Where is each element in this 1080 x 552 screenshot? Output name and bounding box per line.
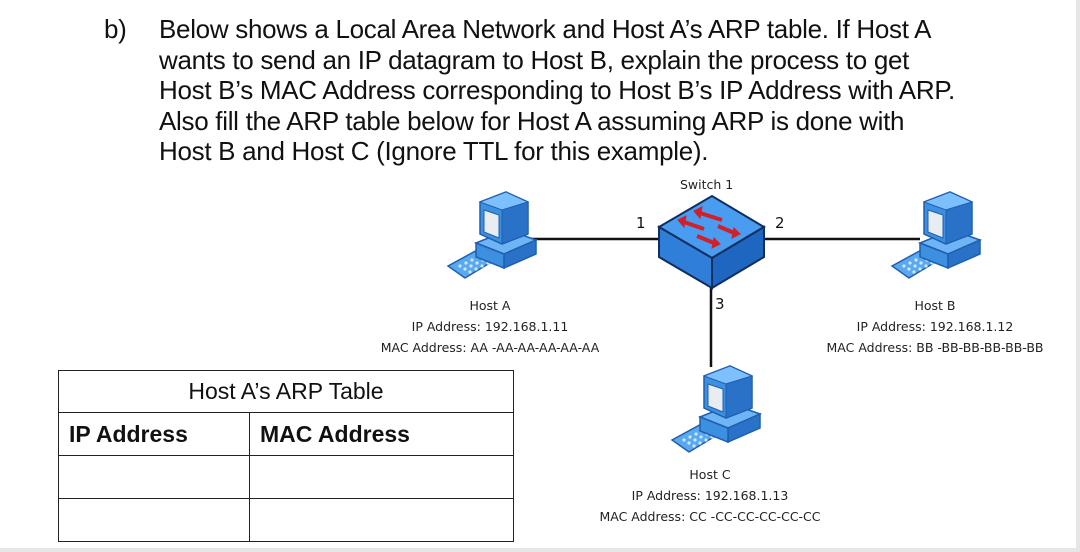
host-a-computer-icon — [447, 191, 537, 279]
host-mac: MAC Address: AA -AA-AA-AA-AA-AA — [380, 340, 600, 355]
host-mac: MAC Address: CC -CC-CC-CC-CC-CC — [599, 509, 821, 524]
question-label: b) — [104, 14, 127, 44]
host-b-computer-icon — [891, 191, 981, 279]
host-a-label: Host A IP Address: 192.168.1.11 MAC Addr… — [340, 295, 640, 358]
arp-table-title: Host A’s ARP Table — [58, 370, 514, 413]
switch-label: Switch 1 — [680, 177, 734, 192]
host-mac: MAC Address: BB -BB-BB-BB-BB-BB — [826, 340, 1044, 355]
table-row — [58, 455, 514, 499]
table-row — [58, 498, 514, 542]
host-ip: IP Address: 192.168.1.13 — [631, 488, 789, 503]
host-name: Host A — [469, 298, 511, 313]
question-line: Below shows a Local Area Network and Hos… — [159, 14, 932, 44]
column-header-ip: IP Address — [58, 412, 250, 456]
host-c-label: Host C IP Address: 192.168.1.13 MAC Addr… — [575, 464, 845, 527]
mac-cell[interactable] — [249, 498, 514, 542]
port-label: 1 — [636, 214, 646, 232]
ip-cell[interactable] — [58, 498, 250, 542]
mac-cell[interactable] — [249, 455, 514, 499]
arp-table: Host A’s ARP Table IP Address MAC Addres… — [58, 370, 514, 542]
question-text: Below shows a Local Area Network and Hos… — [159, 14, 1039, 167]
host-ip: IP Address: 192.168.1.12 — [856, 319, 1014, 334]
host-b-label: Host B IP Address: 192.168.1.12 MAC Addr… — [800, 295, 1070, 358]
host-c-computer-icon — [671, 365, 761, 453]
host-name: Host C — [689, 467, 731, 482]
ip-cell[interactable] — [58, 455, 250, 499]
question-line: Host B’s MAC Address corresponding to Ho… — [159, 75, 955, 105]
network-switch-icon — [657, 194, 766, 290]
question-line: Host B and Host C (Ignore TTL for this e… — [159, 136, 709, 166]
column-header-mac: MAC Address — [249, 412, 514, 456]
port-label: 3 — [715, 295, 725, 313]
host-ip: IP Address: 192.168.1.11 — [411, 319, 569, 334]
question-line: Also fill the ARP table below for Host A… — [159, 105, 905, 136]
host-name: Host B — [914, 298, 956, 313]
port-label: 2 — [775, 214, 785, 232]
question-line: wants to send an IP datagram to Host B, … — [159, 44, 910, 75]
